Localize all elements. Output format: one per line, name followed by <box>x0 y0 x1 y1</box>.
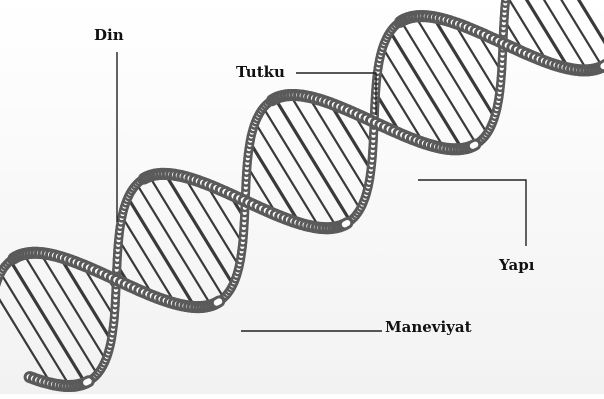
label-yapi: Yapı <box>499 256 534 274</box>
strand-highlight <box>345 223 348 224</box>
label-tutku: Tutku <box>236 63 285 81</box>
strand-highlight <box>473 145 476 146</box>
strand-highlight <box>217 301 220 302</box>
strand-highlight <box>86 381 89 382</box>
label-din: Din <box>94 26 124 44</box>
label-maneviyat: Maneviyat <box>385 318 472 336</box>
